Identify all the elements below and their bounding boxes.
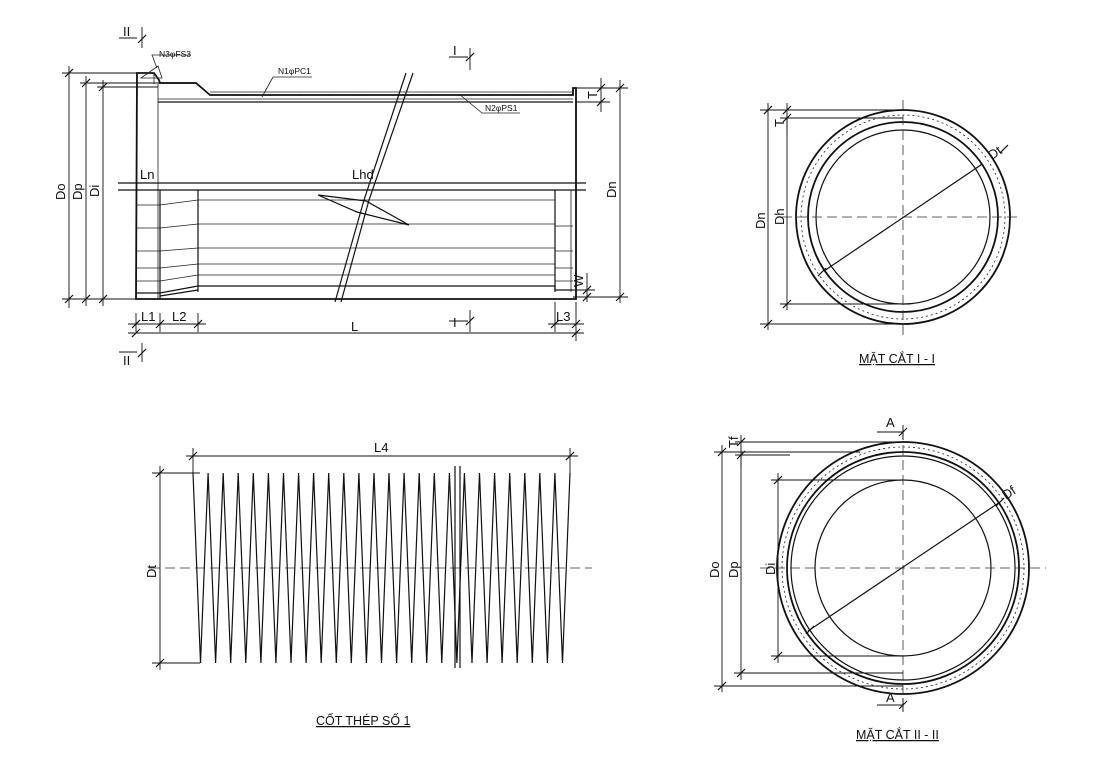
spiral-rebar [192, 472, 571, 664]
label-dp: Dp [70, 183, 85, 200]
label-t: T [585, 91, 600, 99]
label-ln: Ln [140, 167, 154, 182]
sec1-label-dh: Dh [772, 208, 787, 225]
sec1-label-dt: Dt [985, 143, 1004, 163]
label-n1: N1φPC1 [278, 66, 311, 76]
label-n3: N3φFS3 [159, 49, 191, 59]
rebar-label-l4: L4 [374, 440, 388, 455]
label-sec2-bottom: II [123, 353, 130, 368]
sec2-label-a-top: A [886, 415, 895, 430]
sec2-label-di: Di [763, 563, 778, 575]
sec2-label-do: Do [707, 561, 722, 578]
break-line [334, 72, 414, 303]
section-1-view: T Dn Dh Dt MẶT CẮT I - I [753, 100, 1022, 366]
label-l: L [351, 319, 358, 334]
rebar-caption: CỐT THÉP SỐ 1 [316, 713, 411, 728]
section-2-view: A A Tf Do Dp Di Df MẶT CẮT II - II [707, 415, 1046, 742]
label-sec2-top: II [123, 24, 130, 39]
label-lhd: Lhd [352, 167, 374, 182]
sec1-label-dn: Dn [753, 212, 768, 229]
rebar-label-dt: Dt [144, 565, 159, 578]
label-sec1-bottom: I [453, 315, 457, 330]
label-di: Di [87, 185, 102, 197]
sec2-label-dp: Dp [726, 561, 741, 578]
label-l2: L2 [172, 309, 186, 324]
sec1-label-t: T [772, 119, 787, 127]
label-w: W [571, 274, 586, 287]
rebar-cage-view: L4 Dt CỐT THÉP SỐ 1 [144, 440, 592, 728]
sec2-label-tf: Tf [726, 436, 741, 448]
sec2-label-a-bottom: A [886, 690, 895, 705]
label-l1: L1 [141, 309, 155, 324]
longitudinal-view: II II I I N3φFS3 N1φPC1 N2φPS1 Ln Lhd Do… [53, 24, 628, 368]
label-sec1-top: I [453, 43, 457, 58]
pipe-outline [135, 72, 577, 300]
label-n2: N2φPS1 [485, 103, 518, 113]
label-l3: L3 [556, 309, 570, 324]
label-do: Do [53, 183, 68, 200]
section1-caption: MẶT CẮT I - I [859, 351, 935, 366]
label-dn: Dn [604, 181, 619, 198]
section2-caption: MẶT CẮT II - II [856, 727, 939, 742]
